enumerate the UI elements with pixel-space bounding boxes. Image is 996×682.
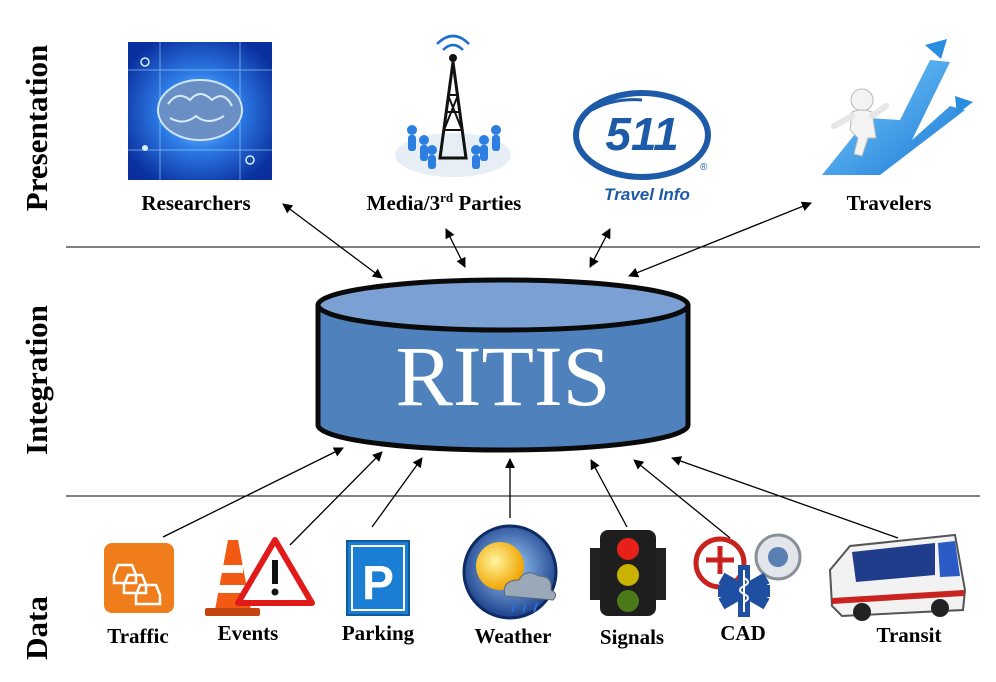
signals-label: Signals — [600, 625, 664, 649]
traffic-label: Traffic — [107, 624, 168, 648]
arrow-media — [445, 228, 466, 268]
media-label-suffix: Parties — [453, 191, 521, 215]
travelers-label: Travelers — [847, 191, 932, 215]
signals-traffic-light-icon — [590, 530, 666, 616]
weather-label: Weather — [475, 624, 552, 648]
511-travel-info-logo: 511 ® Travel Info — [573, 90, 711, 204]
transit-label: Transit — [877, 623, 942, 647]
transit-bus-icon — [828, 533, 967, 621]
arrow-transit — [671, 456, 899, 539]
events-label: Events — [218, 621, 279, 645]
travel-info-label: Travel Info — [604, 185, 690, 204]
arrow-signals — [590, 459, 628, 528]
arrow-parking — [371, 457, 423, 528]
badge-511: 511 — [605, 108, 678, 160]
parking-sign-icon: P — [346, 540, 410, 616]
arrow-511 — [589, 228, 611, 268]
arrow-events — [289, 451, 383, 546]
cad-emergency-badges-icon — [693, 533, 802, 617]
traffic-cars-icon — [104, 543, 174, 613]
weather-globe-icon — [462, 524, 558, 620]
arrow-travelers — [628, 201, 812, 278]
arrow-cad — [633, 459, 731, 539]
researchers-brain-icon — [128, 42, 272, 180]
ritis-database-cylinder: RITIS — [315, 277, 691, 453]
parking-label: Parking — [342, 621, 415, 645]
ritis-label: RITIS — [396, 328, 611, 424]
media-label-sup: rd — [440, 190, 454, 205]
layer-label-integration: Integration — [19, 305, 54, 455]
arrow-traffic — [162, 447, 344, 538]
cad-label: CAD — [720, 621, 766, 645]
badge-registered-mark: ® — [700, 162, 708, 173]
researchers-label: Researchers — [141, 191, 250, 215]
events-cone-warning-icon — [205, 537, 315, 616]
media-label-prefix: Media/3 — [367, 191, 441, 215]
media-label: Media/3rd Parties — [367, 190, 522, 215]
layer-label-presentation: Presentation — [19, 45, 54, 211]
parking-letter: P — [362, 557, 394, 610]
layer-label-data: Data — [19, 596, 54, 660]
travelers-figure-icon — [822, 39, 973, 175]
arrow-researchers — [282, 203, 383, 279]
media-tower-icon — [395, 34, 511, 177]
